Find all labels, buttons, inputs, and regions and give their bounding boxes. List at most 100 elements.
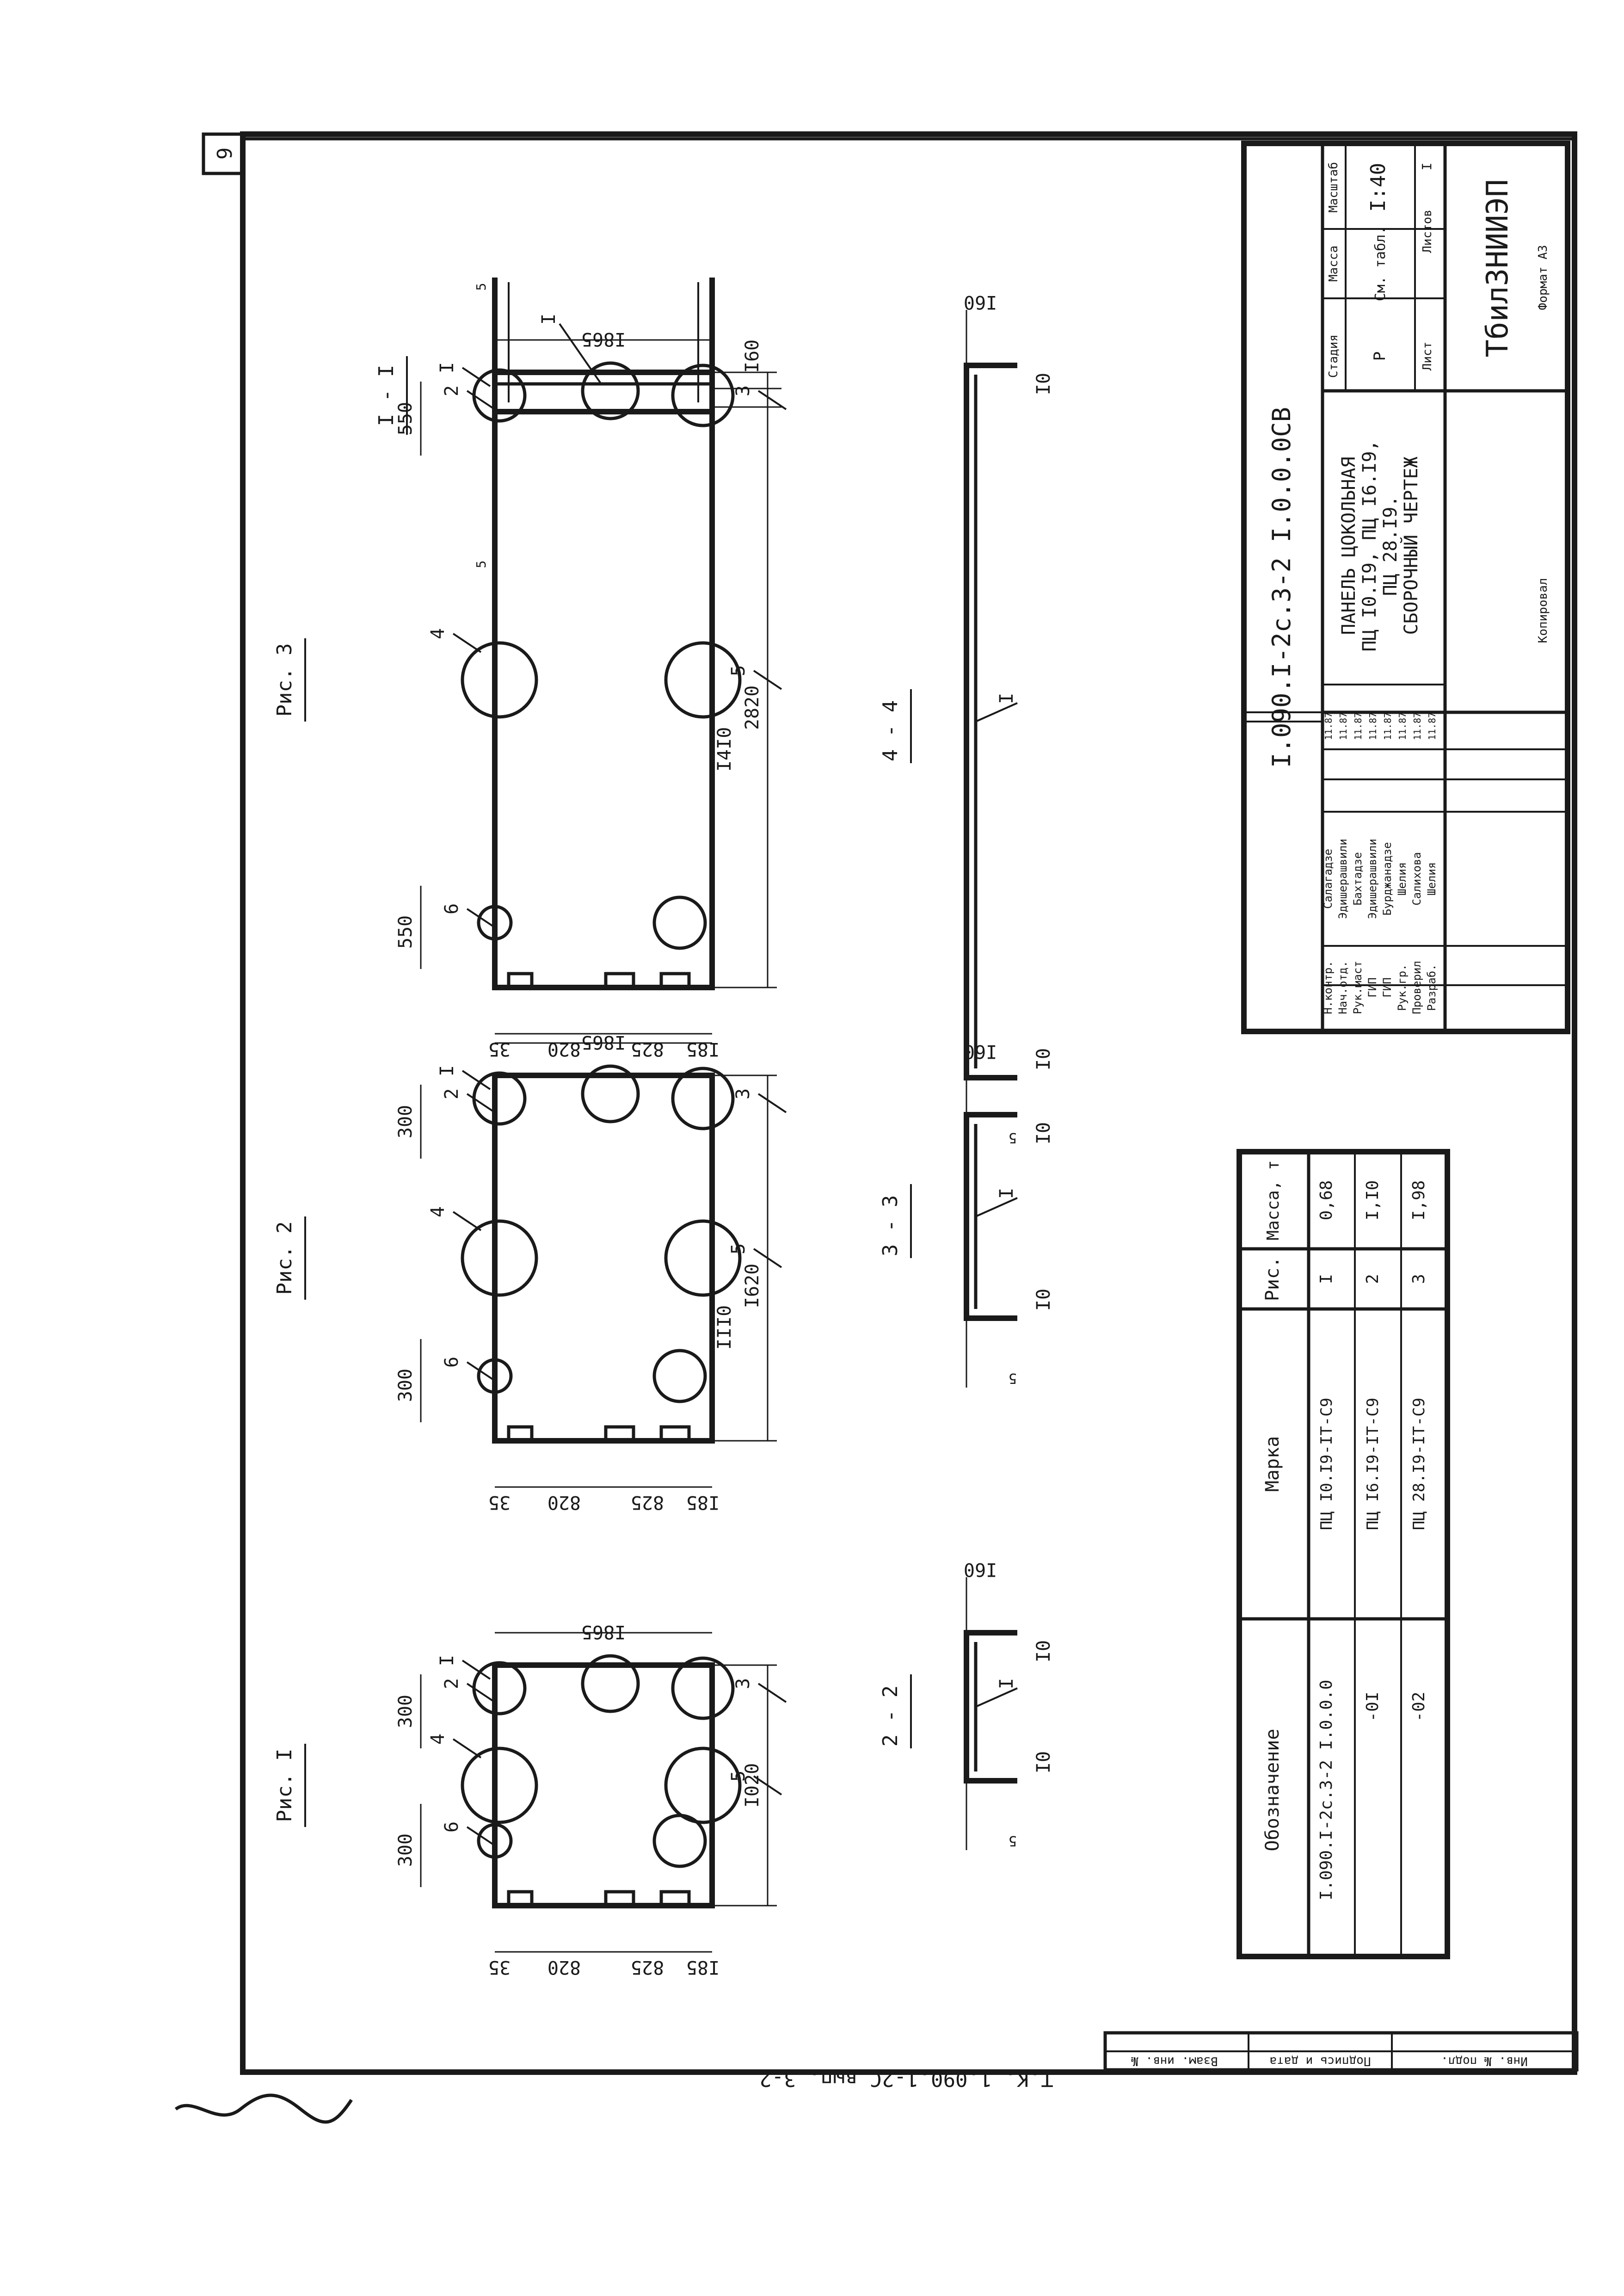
embedded-part-circle (581, 1064, 640, 1123)
callout-leader (452, 633, 482, 653)
signature-role: Рук.гр. (1396, 964, 1409, 1011)
fig2-width-dim: I85 (686, 1492, 720, 1513)
spec-mark: ПЦ I0.I9-IТ-С9 (1317, 1398, 1336, 1531)
callout-number: 6 (441, 1821, 462, 1833)
sheets-label: Листов (1421, 210, 1434, 253)
callout-leader (452, 1211, 482, 1231)
signature-name: Эдишерашвили (1336, 839, 1349, 919)
stage-value: Р (1371, 352, 1389, 361)
stage-header: Стадия (1327, 334, 1341, 378)
section-1-1: I - I I I60 5 5 (375, 278, 781, 568)
s44-bot2: I0 (1033, 373, 1054, 395)
spec-header-mass: Масса, т (1264, 1160, 1283, 1240)
section-1-1-leader (559, 323, 602, 385)
callout-leader (757, 1683, 787, 1703)
callout-number: 5 (728, 1771, 749, 1782)
embedded-part-circle (664, 1747, 742, 1824)
embedded-part-circle (472, 1071, 527, 1126)
callout-number: 2 (441, 1088, 462, 1099)
signature-role: ГИП (1366, 977, 1379, 997)
fig2-width-dim: 825 (631, 1492, 664, 1513)
signature-role: Нач.отд. (1336, 961, 1349, 1014)
embedded-part-circle (652, 895, 707, 950)
fig3-panel (492, 370, 715, 990)
section-1-1-outline (492, 278, 715, 414)
s44-outline (964, 363, 1017, 1080)
embedded-part-circle (652, 1814, 707, 1868)
signature-rows: Н.контр.Салагадзе11.87Нач.отд.Эдишерашви… (1322, 712, 1438, 1014)
sheet-number-box (202, 132, 245, 175)
fig2-top-dim: 300 (395, 1369, 416, 1402)
callout-number: I (437, 1655, 458, 1666)
callout-number: 2 (441, 1678, 462, 1689)
callout-number: 3 (732, 1678, 754, 1689)
signature-date: 11.87 (1353, 712, 1364, 740)
spec-header-fig: Рис. (1262, 1257, 1283, 1301)
embedded-part-circle (461, 1747, 538, 1824)
embedded-part-circle (477, 1358, 513, 1394)
fig1-top-dim: 300 (395, 1833, 416, 1867)
callout-leader (466, 908, 496, 928)
side-stamp-label: Т.К. 1.090.1-2С вып. 3-2 (759, 2067, 1053, 2091)
signature-role: Н.контр. (1322, 961, 1335, 1014)
callout-leader (466, 1683, 496, 1703)
callout-leader (757, 1093, 787, 1113)
embedded-part-circle (477, 1823, 513, 1859)
callout-leader (461, 1660, 491, 1680)
callout-leader (461, 367, 491, 387)
signature-date: 11.87 (1412, 712, 1423, 740)
s22-left: 5 (1009, 1833, 1017, 1849)
callout-number: 3 (732, 385, 754, 396)
format-label: Формат А3 (1536, 245, 1550, 310)
side-stamp-cell-2: Подпись и дата (1269, 2054, 1371, 2068)
s33-leader (975, 1197, 1018, 1217)
callout-number: 6 (441, 1357, 462, 1368)
signature-date: 11.87 (1367, 712, 1378, 740)
spec-designation: -0I (1363, 1691, 1382, 1722)
sheet-label: Лист (1421, 342, 1434, 371)
callout-number: 5 (728, 665, 749, 676)
spec-designation: -02 (1409, 1691, 1428, 1722)
section-1-1-top: 5 (474, 283, 489, 291)
signature-name: Салихова (1410, 852, 1423, 906)
callout-leader (466, 390, 496, 410)
sheet-number: 6 (212, 148, 235, 160)
fig2-inner: III0 (714, 1305, 735, 1350)
sheets-value: I (1419, 163, 1434, 171)
spec-mass: 0,68 (1317, 1180, 1336, 1221)
fig3-width-dim: 35 (488, 1038, 511, 1060)
signature-name: Шелия (1425, 862, 1438, 895)
side-stamp-cell-1: Взам. инв. № (1131, 2054, 1218, 2068)
fig3-top-dim: 550 (395, 915, 416, 949)
s33-bot2: I0 (1033, 1122, 1054, 1144)
embedded-part-circle (652, 1349, 707, 1403)
spec-designation: I.090.I-2c.3-2 I.0.0.0 (1317, 1680, 1336, 1901)
s33-outline (964, 1112, 1017, 1321)
title-line-1: ПАНЕЛЬ ЦОКОЛЬНАЯ (1338, 457, 1359, 635)
fig1-top-dim: 300 (395, 1695, 416, 1728)
signature-name: Эдишерашвили (1366, 839, 1379, 919)
side-stamp: Взам. инв. № Подпись и дата Инв. № подл.… (759, 2031, 1579, 2091)
sheet-frame (240, 131, 1577, 2075)
embedded-part-circle (581, 1654, 640, 1713)
callout-number: 3 (732, 1088, 754, 1099)
spec-fig: 3 (1409, 1274, 1428, 1284)
scale-header: Масштаб (1327, 162, 1341, 213)
spec-mark: ПЦ I6.I9-IТ-С9 (1364, 1398, 1382, 1531)
fig3-width-dim: I85 (686, 1038, 720, 1060)
callout-leader (466, 1826, 496, 1846)
fig1-width-dim: I85 (686, 1957, 720, 1978)
spec-mass: I,I0 (1363, 1180, 1382, 1221)
fig3-length: 2820 (742, 685, 763, 730)
callout-leader (757, 390, 787, 410)
embedded-part-circle (461, 1219, 538, 1297)
fig1-panel (492, 1662, 715, 1908)
handwritten-signature (174, 2093, 353, 2124)
signature-role: Проверил (1410, 961, 1423, 1014)
embedded-part-circle (664, 641, 742, 719)
spec-fig: 2 (1363, 1274, 1382, 1284)
